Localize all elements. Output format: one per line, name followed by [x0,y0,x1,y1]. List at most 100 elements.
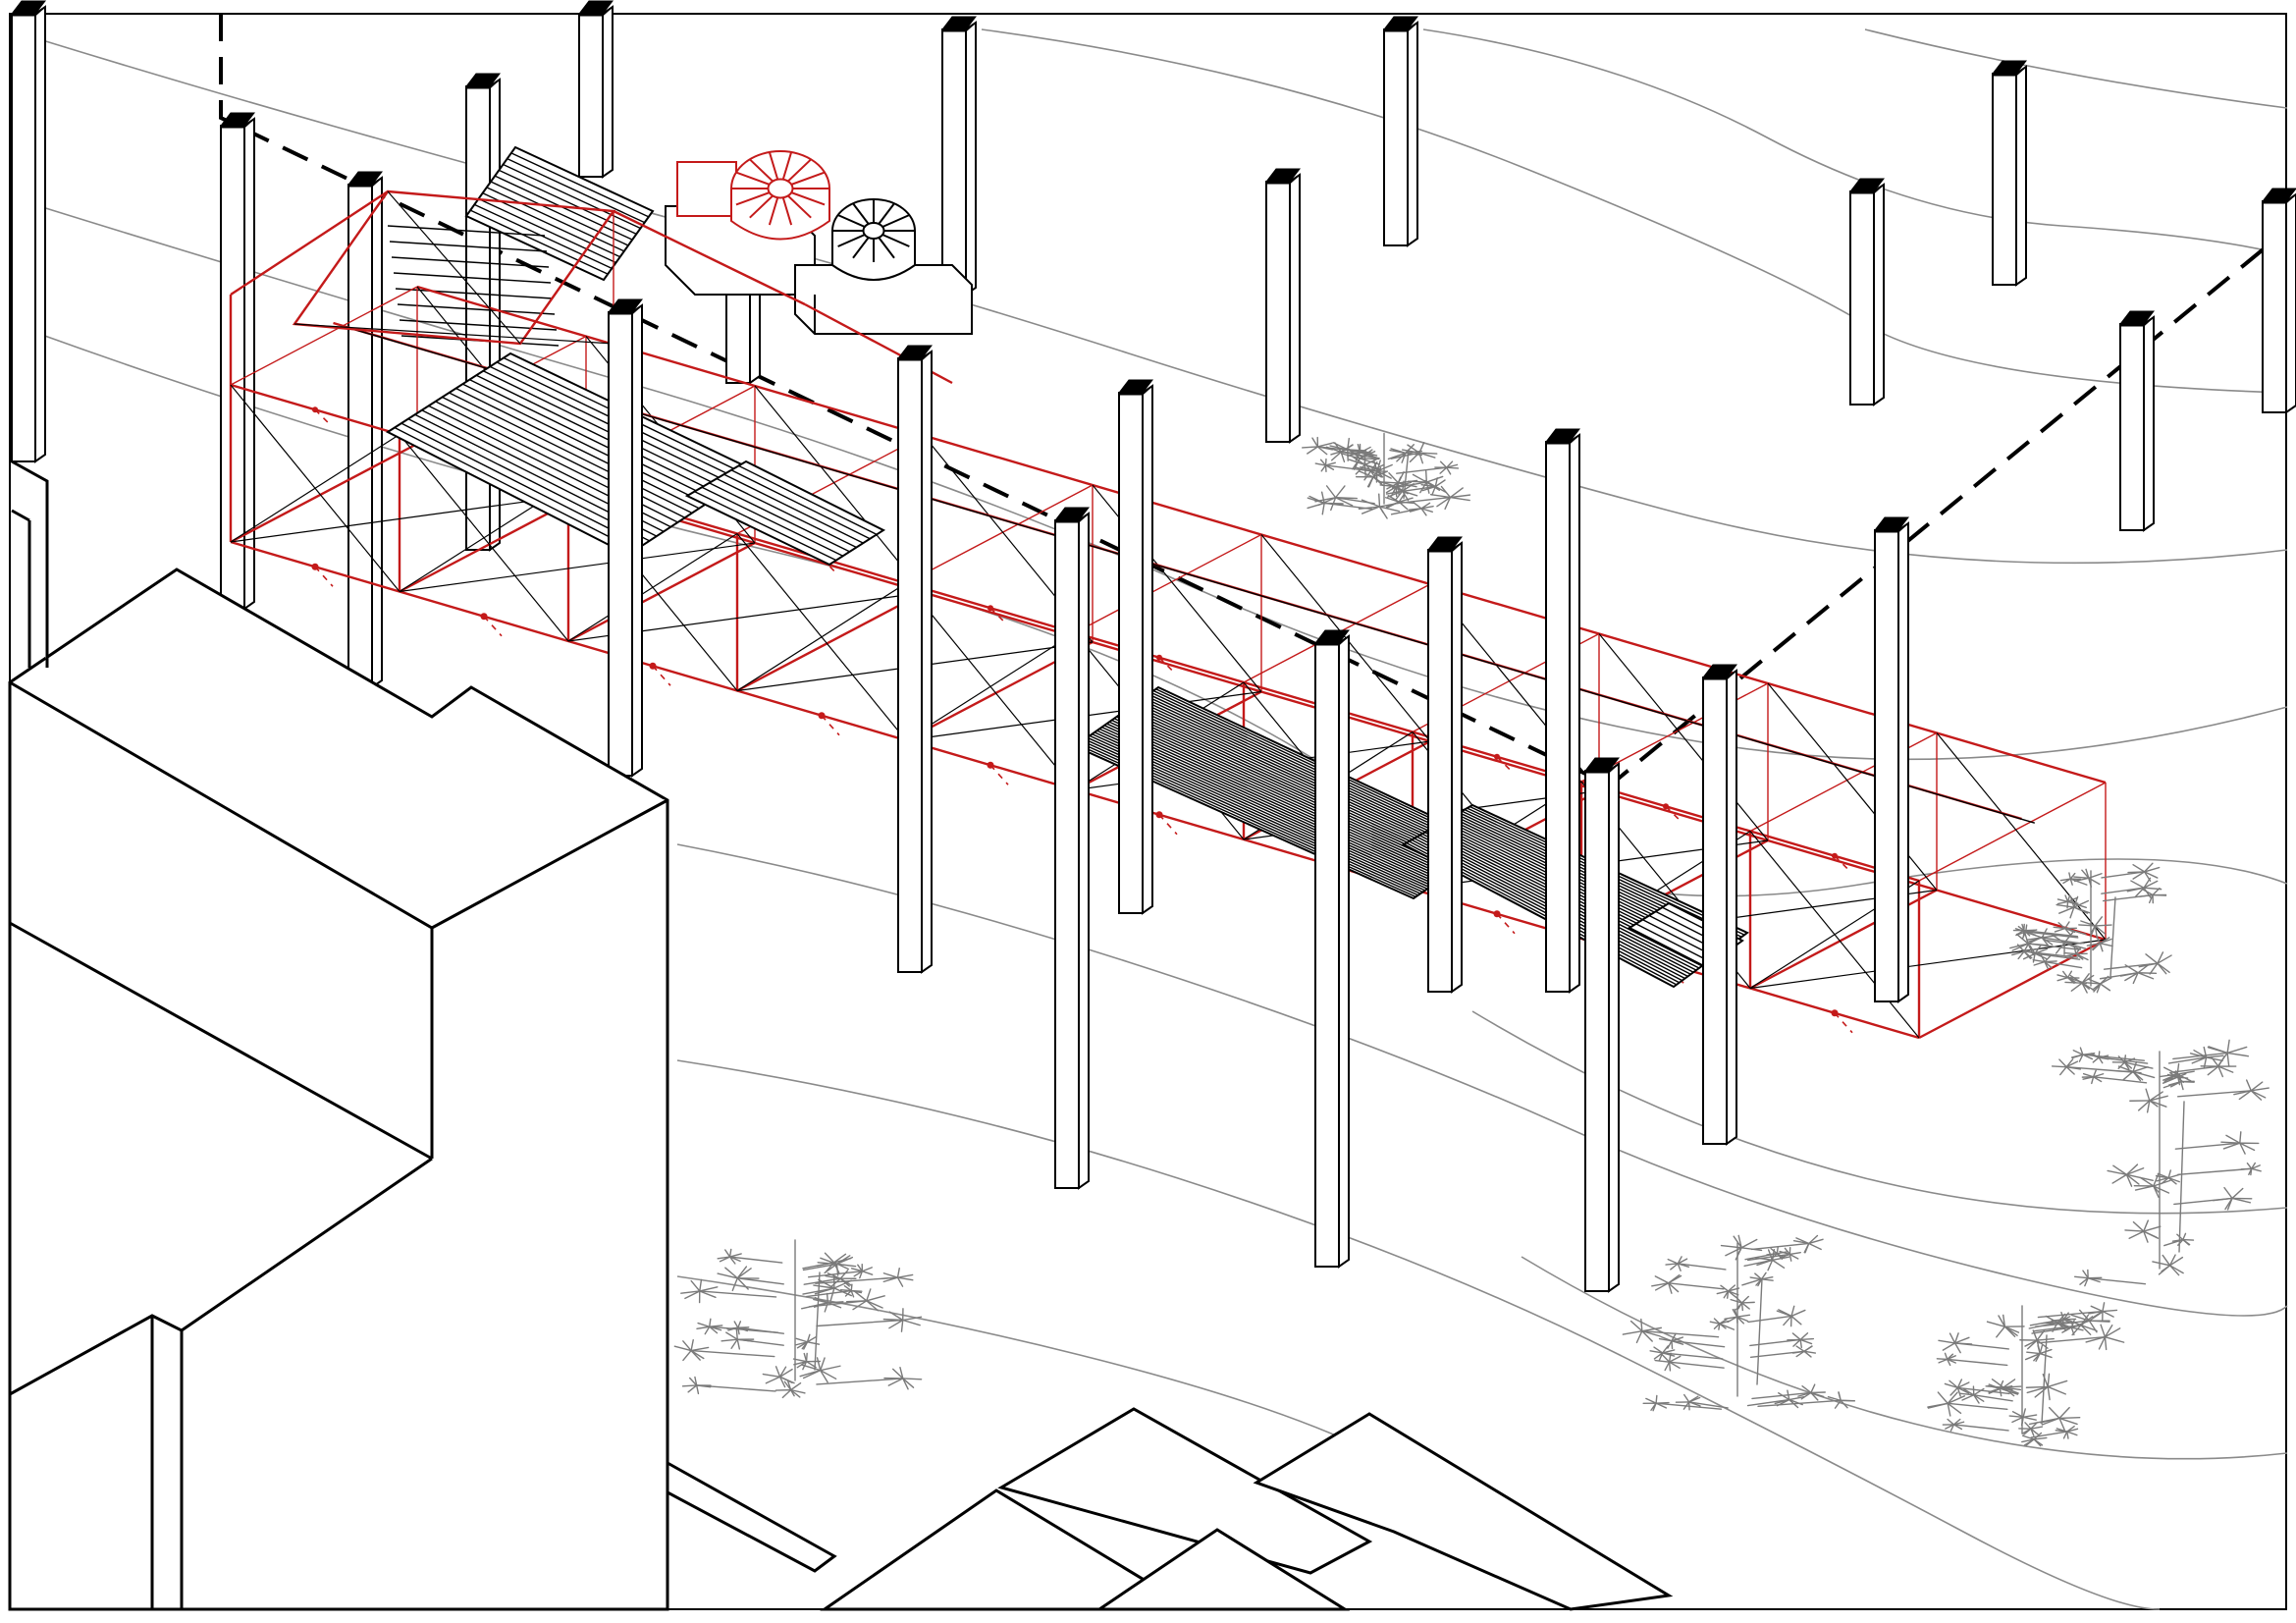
roof-mass-2 [820,1488,1199,1611]
building-masses [8,460,1674,1611]
concrete-columns-back [11,0,2296,689]
pine-tree [2051,1039,2269,1287]
stair-slat [387,225,546,237]
tank-hatch [862,222,885,240]
load-arrow [1496,756,1514,774]
load-arrow [652,665,671,686]
contour-line [676,1059,2161,1610]
stair-slat [395,288,554,299]
contour-line [1521,1256,2288,1460]
steel-member [1918,782,2107,882]
concrete-column [1545,428,1581,994]
load-arrow [1496,913,1516,935]
pine-tree [1927,1302,2125,1447]
load-arrow [989,764,1009,785]
concrete-column [1054,507,1091,1190]
concrete-column [220,112,256,611]
stair-slat [490,181,629,246]
concrete-column [11,0,47,463]
roof-mass-1 [666,1460,837,1573]
load-arrow [989,607,1007,624]
roof-mass-5 [1095,1528,1351,1611]
stair-slat [397,303,556,315]
cross-brace [1598,633,1769,841]
contour-line [1864,28,2288,109]
stair-slat [482,192,620,258]
load-arrow [1665,805,1682,823]
load-arrow [314,408,332,426]
steel-member [1918,938,2107,1040]
concrete-column [897,345,934,974]
concrete-column [578,0,614,179]
cross-brace [230,433,400,543]
stair-slat [389,241,548,252]
concrete-column [941,16,978,297]
cross-brace [567,532,738,642]
deck-segment [684,460,886,567]
rooftop-equipment [665,150,973,335]
pine-tree [673,1239,923,1399]
steel-member [736,591,925,692]
stair-slat [507,158,645,224]
concrete-column [2119,310,2156,532]
concrete-column [1702,664,1738,1146]
steel-member [613,209,806,306]
cross-brace [754,385,925,593]
deck-segment [385,352,759,557]
pine-tree [2009,862,2172,994]
cross-brace [387,190,521,345]
load-arrow [1158,657,1176,675]
concrete-columns-front [608,298,1910,1293]
tank-hatch [767,178,794,199]
cross-brace [294,323,614,345]
concrete-column [347,171,384,689]
pine-trees [673,432,2269,1447]
tank-red-ribs [731,151,829,226]
cross-brace [1749,939,2107,990]
steel-member [567,541,756,643]
contour-line [981,28,2288,394]
pine-tree [1302,432,1471,519]
building-mass-lower [8,1314,184,1611]
load-arrow [821,715,840,736]
load-arrow [1834,1012,1853,1034]
concrete-column [1874,516,1910,1003]
stair-slat [478,197,616,264]
concrete-column [1427,536,1464,994]
concrete-column [1265,168,1302,444]
steel-member [230,442,418,544]
load-arrow [1834,855,1851,873]
cross-brace [1936,732,2107,941]
stair-slat [469,209,609,275]
stair-slat [503,163,641,230]
stair-slat [486,187,625,252]
stair-slat [391,256,550,268]
roof-mass-4 [1253,1412,1674,1611]
load-arrow [1158,814,1178,836]
cross-brace [399,542,756,593]
contour-line [676,843,2288,1317]
steel-member [230,286,418,386]
contour-line [676,1275,1375,1454]
steel-member [1074,533,1262,634]
steel-member [230,189,389,297]
load-arrow [483,616,503,637]
cross-brace [905,631,1076,741]
water-tank-grey [831,198,916,281]
steel-member [905,484,1094,584]
concrete-column [1314,629,1351,1269]
stair-slat [393,272,552,284]
concrete-column [1849,178,1886,406]
concrete-column [1584,757,1621,1293]
load-arrow [314,566,334,587]
concrete-column [2262,188,2296,414]
concrete-column [1118,379,1154,915]
tank-grey-ribs [832,199,915,262]
pine-tree [1622,1234,1855,1412]
water-tank-red [676,150,830,241]
concrete-column [608,298,644,778]
cross-brace [736,582,907,692]
stair-slat [510,152,650,218]
stair-slat [474,203,613,269]
